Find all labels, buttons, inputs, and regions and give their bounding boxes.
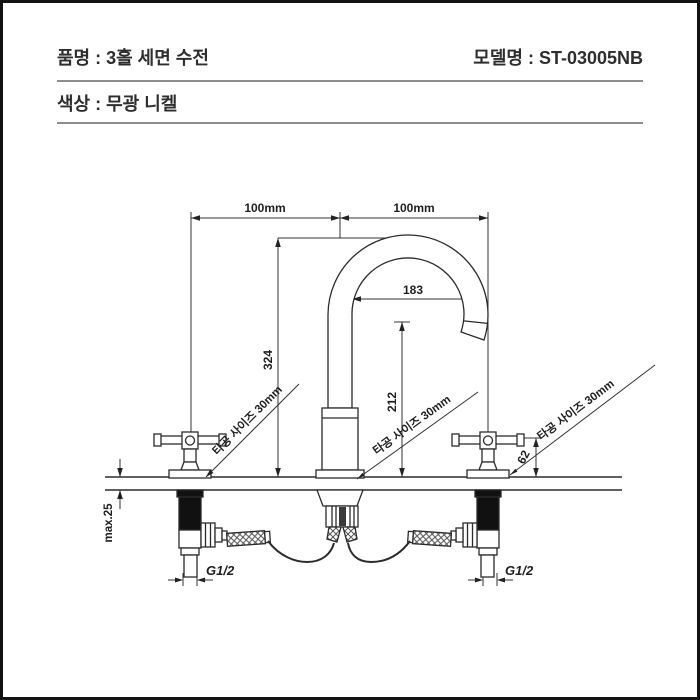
dim-total-height: 324	[261, 350, 275, 370]
dim-outlet-height: 212	[385, 392, 399, 412]
supply-stub-right	[342, 526, 358, 543]
left-braided-hose	[225, 529, 267, 548]
dim-handle-height: 62	[514, 448, 533, 467]
dimension-arrows	[117, 215, 539, 583]
spout	[315, 234, 489, 543]
spout-shank	[316, 489, 364, 507]
product-name-label: 품명 : 3홀 세면 수전	[57, 48, 209, 68]
supply-stub-left	[326, 526, 342, 543]
spout-body	[321, 407, 359, 471]
hole-size-label-center: 타공 사이즈 30mm	[370, 392, 453, 458]
dim-left-span: 100mm	[244, 201, 285, 215]
header-divider-1	[57, 80, 643, 82]
left-outlet-hex	[200, 522, 216, 548]
hole-size-label-right: 타공 사이즈 30mm	[534, 376, 616, 443]
hole-size-label-left: 타공 사이즈 30mm	[210, 383, 285, 458]
right-escutcheon	[466, 469, 510, 479]
dim-right-span: 100mm	[393, 201, 434, 215]
color-label: 색상 : 무광 니켈	[57, 94, 178, 114]
thread-label-left: G1/2	[206, 563, 235, 578]
dim-spout-reach: 183	[403, 283, 423, 297]
model-name-label: 모델명 : ST-03005NB	[473, 48, 643, 68]
supply-hoses	[267, 540, 411, 564]
hose-right	[347, 540, 411, 564]
header-divider-2	[57, 122, 643, 124]
dimension-lines	[119, 212, 542, 586]
right-handle-valve	[406, 431, 525, 578]
right-valve-body	[476, 496, 500, 531]
right-outlet-hex	[462, 522, 478, 548]
dim-deck-thickness: max.25	[103, 503, 115, 543]
spout-escutcheon	[315, 469, 365, 479]
leader-arrows	[206, 468, 518, 479]
hole-size-leaders	[205, 364, 656, 480]
thread-label-right: G1/2	[505, 563, 534, 578]
spout-tube	[327, 234, 489, 409]
right-tailpiece	[480, 554, 495, 578]
left-valve-body	[178, 496, 202, 531]
left-handle-valve	[153, 431, 272, 578]
spout-aerator-line	[463, 320, 488, 325]
left-escutcheon	[168, 469, 212, 479]
left-tailpiece	[183, 554, 198, 578]
hose-left	[267, 540, 335, 564]
right-braided-hose	[411, 529, 453, 548]
